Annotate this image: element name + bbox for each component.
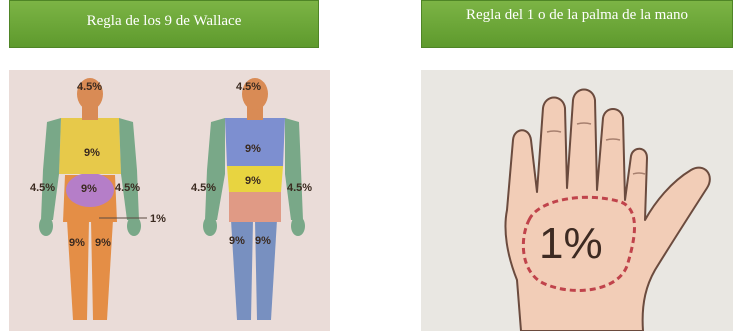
back-upper-region — [225, 118, 285, 166]
front-right-leg-region — [91, 220, 113, 320]
front-abdomen-label: 9% — [81, 183, 97, 195]
back-right-leg-label: 9% — [255, 235, 271, 247]
front-head-label: 4.5% — [77, 81, 102, 93]
front-genital-label: 1% — [150, 213, 166, 225]
body-diagram: 4.5% 9% 4.5% 9% 4.5% 1% 9% 9% 4.5% 9% 4.… — [9, 70, 330, 331]
palm-percentage-label: 1% — [539, 219, 603, 268]
rule-of-nines-title: Regla de los 9 de Wallace — [87, 13, 242, 29]
front-left-leg-label: 9% — [69, 237, 85, 249]
palm-rule-title-banner: Regla del 1 o de la palma de la mano — [421, 0, 733, 48]
back-right-arm-label: 4.5% — [287, 182, 312, 194]
back-left-arm-region — [205, 118, 225, 220]
back-left-leg-label: 9% — [229, 235, 245, 247]
front-right-leg-label: 9% — [95, 237, 111, 249]
rule-of-nines-figure: 4.5% 9% 4.5% 9% 4.5% 1% 9% 9% 4.5% 9% 4.… — [9, 70, 330, 331]
back-body-figure — [203, 78, 305, 320]
back-lower-label: 9% — [245, 175, 261, 187]
front-chest-label: 9% — [84, 147, 100, 159]
back-buttocks-region — [229, 190, 281, 222]
palm-rule-title: Regla del 1 o de la palma de la mano — [466, 7, 688, 23]
back-right-arm-region — [285, 118, 303, 220]
back-upper-label: 9% — [245, 143, 261, 155]
front-right-arm-label: 4.5% — [115, 182, 140, 194]
rule-of-nines-title-banner: Regla de los 9 de Wallace — [9, 0, 319, 48]
front-chest-region — [59, 118, 121, 174]
front-left-arm-region — [41, 118, 61, 220]
front-left-leg-region — [67, 220, 89, 320]
back-head-label: 4.5% — [236, 81, 261, 93]
front-right-arm-region — [119, 118, 139, 220]
palm-rule-figure: 1% — [421, 70, 733, 331]
hand-illustration: 1% — [421, 70, 733, 331]
back-left-arm-label: 4.5% — [191, 182, 216, 194]
front-body-figure — [39, 78, 147, 320]
front-left-arm-label: 4.5% — [30, 182, 55, 194]
